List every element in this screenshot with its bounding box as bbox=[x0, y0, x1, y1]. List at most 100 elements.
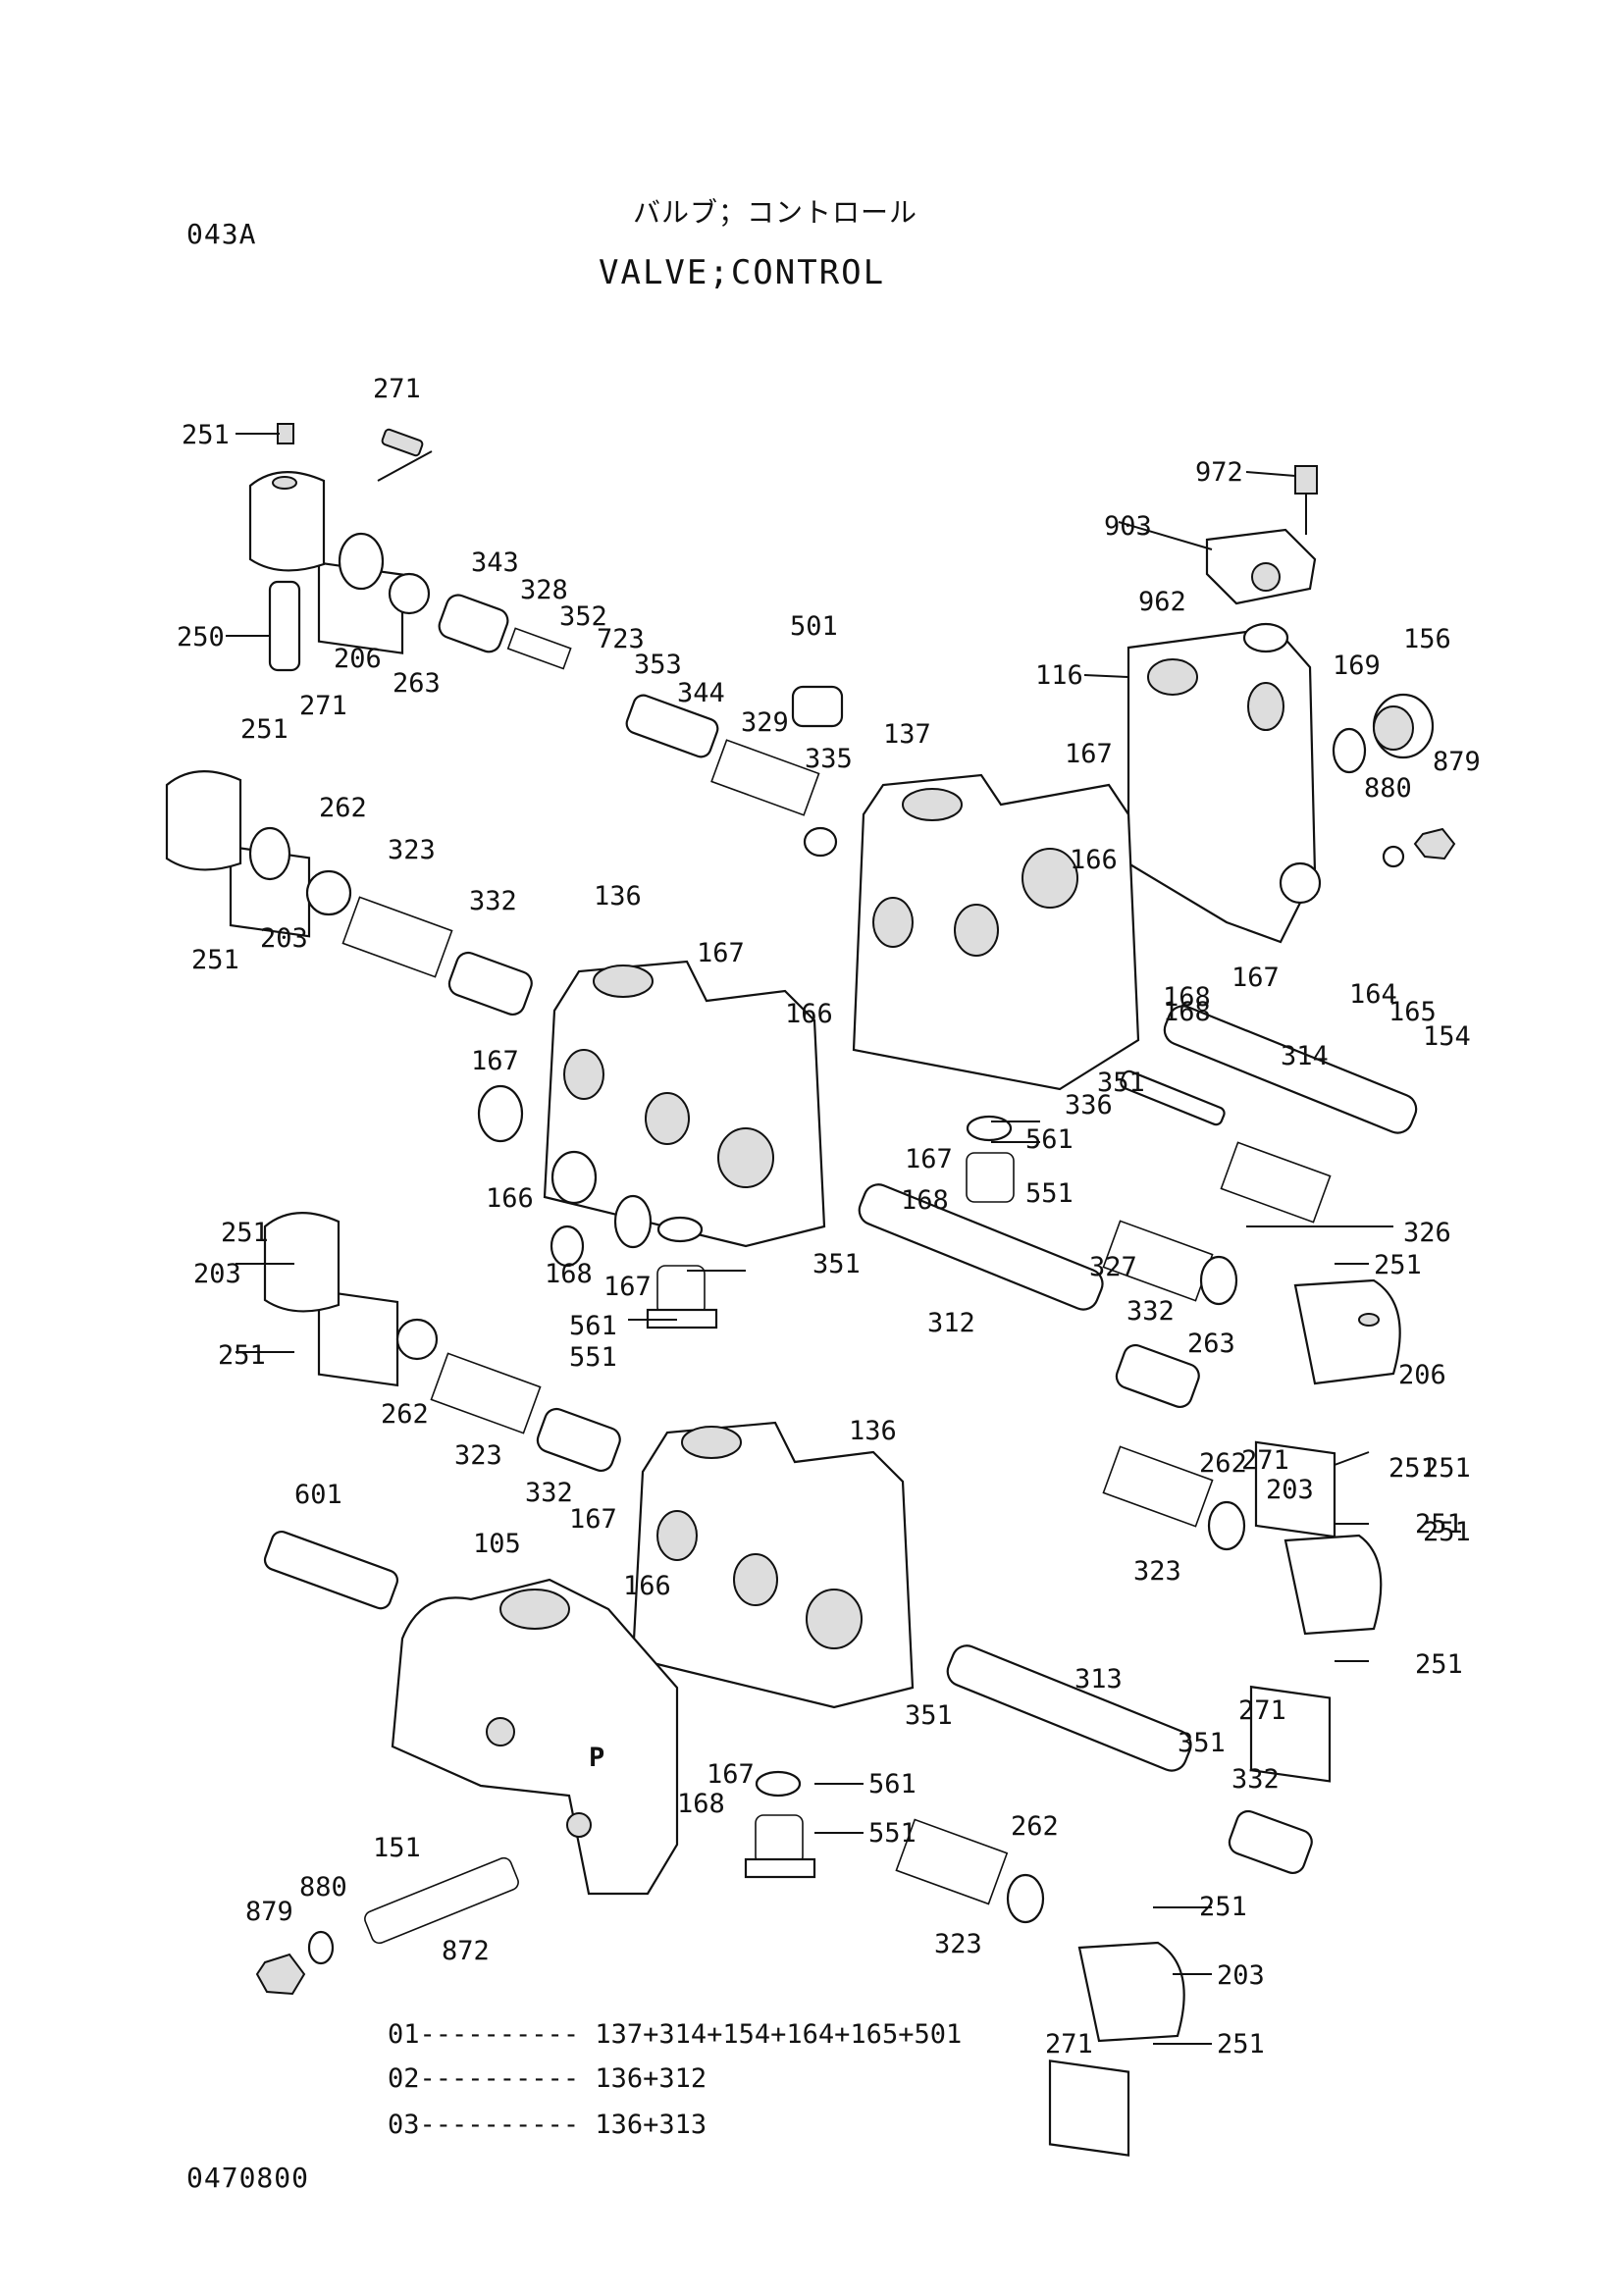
callout-329: 329 bbox=[741, 707, 789, 738]
diagram-code: 043A bbox=[186, 218, 257, 250]
plug-551-upper bbox=[646, 1216, 718, 1329]
assembly-parts: 137+314+154+164+165+501 bbox=[595, 2019, 963, 2050]
callout-962: 962 bbox=[1138, 587, 1186, 617]
callout-169: 169 bbox=[1333, 651, 1381, 681]
callout-872: 872 bbox=[442, 1936, 490, 1966]
spring-329 bbox=[710, 739, 820, 816]
callout-164: 164 bbox=[1349, 979, 1397, 1010]
callout-336: 336 bbox=[1065, 1090, 1113, 1121]
callout-251: 251 bbox=[182, 420, 230, 450]
spool-313 bbox=[946, 1644, 1192, 1772]
spring-323-right bbox=[1102, 1445, 1214, 1528]
sleeve-332-lower bbox=[1228, 1809, 1313, 1875]
callout-167: 167 bbox=[697, 938, 745, 968]
sensor-601 bbox=[263, 1531, 399, 1610]
callout-251: 251 bbox=[1423, 1453, 1471, 1484]
callout-343: 343 bbox=[471, 547, 519, 578]
callout-328: 328 bbox=[520, 575, 568, 605]
assembly-dots: ---------- bbox=[419, 2019, 580, 2050]
callout-879: 879 bbox=[245, 1897, 293, 1927]
callout-323: 323 bbox=[454, 1440, 502, 1471]
title-japanese: バルブ；コントロール bbox=[633, 196, 918, 229]
callout-136: 136 bbox=[849, 1416, 897, 1446]
oring-262-lower bbox=[1006, 1873, 1045, 1924]
document-number: 0470800 bbox=[186, 2162, 310, 2194]
callout-332: 332 bbox=[469, 886, 517, 916]
callout-551: 551 bbox=[868, 1818, 917, 1849]
sleeve-332-upper bbox=[447, 951, 533, 1017]
callout-251: 251 bbox=[1374, 1250, 1422, 1280]
callout-263: 263 bbox=[393, 668, 441, 699]
callout-136: 136 bbox=[594, 881, 642, 912]
callout-262: 262 bbox=[381, 1399, 429, 1430]
section-136-upper bbox=[543, 960, 826, 1248]
callout-251: 251 bbox=[1423, 1517, 1471, 1547]
callout-312: 312 bbox=[927, 1308, 975, 1338]
cover-903 bbox=[1205, 528, 1317, 605]
callout-323: 323 bbox=[934, 1929, 982, 1959]
pin-336 bbox=[1120, 1069, 1226, 1126]
plug-551-lower bbox=[744, 1770, 816, 1879]
end-cap-203-right bbox=[1249, 1534, 1383, 1783]
orings-upper bbox=[477, 1084, 653, 1268]
callout-166: 166 bbox=[1070, 845, 1118, 875]
callout-271: 271 bbox=[1045, 2029, 1093, 2059]
callout-203: 203 bbox=[260, 923, 308, 954]
callout-154: 154 bbox=[1423, 1021, 1471, 1052]
callout-351: 351 bbox=[1178, 1728, 1226, 1758]
end-cap-206-top bbox=[248, 471, 431, 672]
callout-313: 313 bbox=[1074, 1664, 1123, 1694]
callout-332: 332 bbox=[1231, 1764, 1280, 1795]
callout-168: 168 bbox=[1163, 997, 1211, 1027]
callout-137: 137 bbox=[883, 719, 931, 750]
washer-880-top bbox=[1382, 845, 1405, 868]
spring-323-lower bbox=[895, 1818, 1009, 1905]
callout-251: 251 bbox=[1199, 1892, 1247, 1922]
callout-167: 167 bbox=[1065, 739, 1113, 769]
callout-251: 251 bbox=[1415, 1509, 1463, 1539]
assembly-row-03: 03---------- 136+313 bbox=[388, 2110, 707, 2140]
oring-169 bbox=[1332, 727, 1367, 774]
callout-251: 251 bbox=[240, 714, 288, 745]
callout-352: 352 bbox=[559, 601, 607, 632]
callout-166: 166 bbox=[785, 999, 833, 1029]
callout-168: 168 bbox=[1163, 982, 1211, 1013]
callout-116: 116 bbox=[1035, 660, 1083, 691]
callout-561: 561 bbox=[868, 1769, 917, 1799]
leader-lines bbox=[226, 433, 1393, 2045]
callout-262: 262 bbox=[1199, 1448, 1247, 1479]
end-cap-203-upper bbox=[165, 770, 352, 938]
callout-262: 262 bbox=[1011, 1811, 1059, 1842]
plug-551-mid bbox=[966, 1115, 1015, 1203]
callout-250: 250 bbox=[177, 622, 225, 652]
seat-335 bbox=[803, 826, 838, 858]
callout-353: 353 bbox=[634, 650, 682, 680]
callout-167: 167 bbox=[905, 1144, 953, 1174]
callout-203: 203 bbox=[193, 1259, 241, 1289]
callout-501: 501 bbox=[790, 611, 838, 642]
sleeve-332-middle bbox=[536, 1407, 621, 1473]
callout-206: 206 bbox=[1398, 1360, 1446, 1390]
spring-323-upper bbox=[341, 896, 453, 978]
assembly-id: 02 bbox=[388, 2063, 420, 2094]
callout-203: 203 bbox=[1266, 1475, 1314, 1505]
end-cap-206-right bbox=[1254, 1278, 1401, 1538]
section-136-lower bbox=[631, 1421, 915, 1709]
end-cap-203-middle bbox=[263, 1212, 439, 1387]
assembly-row-01: 01---------- 137+314+154+164+165+501 bbox=[388, 2019, 962, 2050]
callout-323: 323 bbox=[1133, 1556, 1181, 1587]
plug-501 bbox=[791, 685, 844, 728]
callout-251: 251 bbox=[1217, 2029, 1265, 2059]
callout-168: 168 bbox=[677, 1789, 725, 1819]
callout-323: 323 bbox=[388, 835, 436, 865]
callout-203: 203 bbox=[1217, 1960, 1265, 1991]
callout-880: 880 bbox=[299, 1872, 347, 1903]
page-title: VALVE;CONTROL bbox=[599, 253, 886, 292]
callout-206: 206 bbox=[334, 644, 382, 674]
callout-332: 332 bbox=[525, 1478, 573, 1508]
callout-972: 972 bbox=[1195, 457, 1243, 488]
callout-351: 351 bbox=[1097, 1068, 1145, 1098]
callout-344: 344 bbox=[677, 678, 725, 708]
